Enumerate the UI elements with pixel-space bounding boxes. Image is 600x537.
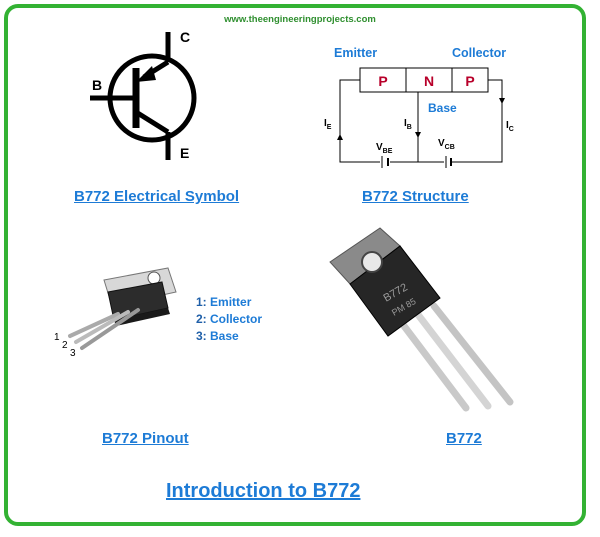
layer-p1: P — [378, 73, 387, 89]
leg-3 — [80, 308, 140, 350]
pin-list: 1: Emitter 2: Collector 3: Base — [196, 294, 262, 345]
emitter-wire — [339, 79, 380, 163]
ie-arrow-icon — [337, 134, 343, 140]
package-bottom — [114, 308, 170, 326]
pin-item-2: 2: Collector — [196, 312, 263, 326]
collector-label: Collector — [452, 46, 506, 60]
ib-label: IB — [404, 118, 412, 131]
pinout-caption: B772 Pinout — [102, 430, 189, 447]
photo-leg-1 — [394, 314, 470, 412]
photo-mounting-hole — [361, 251, 383, 273]
structure-diagram: Emitter Collector P N P Base IE IB IC VB… — [324, 46, 514, 168]
p-layer-left — [359, 67, 407, 93]
pin-e-label: E — [180, 145, 189, 161]
pinout-diagram: 1 2 3 — [54, 267, 177, 359]
pin-b-label: B — [92, 77, 102, 93]
leg-number-2: 2 — [62, 340, 68, 351]
content-frame — [4, 4, 586, 526]
vcb-label: VCB — [438, 138, 455, 151]
pin-c-label: C — [180, 30, 190, 45]
vbe-label: VBE — [376, 142, 393, 155]
collector-line — [134, 109, 170, 135]
leg-number-1: 1 — [54, 332, 60, 343]
pin-item-3: 3: Base — [196, 329, 239, 343]
layer-n: N — [424, 73, 434, 89]
emitter-label: Emitter — [334, 46, 377, 60]
n-layer — [405, 67, 453, 93]
p-layer-right — [451, 67, 489, 93]
structure-caption: B772 Structure — [362, 188, 469, 205]
leg-2 — [74, 310, 130, 344]
transistor-photo: B772 PM 85 — [329, 227, 514, 412]
emitter-arrow-icon — [136, 66, 156, 82]
layer-p2: P — [465, 73, 474, 89]
page-title: Introduction to B772 — [166, 480, 361, 502]
symbol-caption: B772 Electrical Symbol — [74, 188, 240, 205]
photo-leg-3 — [430, 302, 514, 406]
pin-item-1: 1: Emitter — [196, 295, 252, 309]
leg-1 — [68, 312, 120, 338]
ic-label: IC — [506, 120, 514, 133]
site-url: www.theengineeringprojects.com — [224, 14, 376, 25]
base-label: Base — [428, 101, 457, 115]
ie-label: IE — [324, 118, 332, 131]
ic-arrow-icon — [499, 98, 505, 104]
photo-caption: B772 — [446, 430, 482, 447]
ib-arrow-icon — [415, 132, 421, 138]
collector-wire — [452, 79, 503, 163]
leg-number-3: 3 — [70, 348, 76, 359]
photo-leg-2 — [412, 308, 492, 410]
electrical-symbol-diagram: C B E — [90, 30, 197, 161]
